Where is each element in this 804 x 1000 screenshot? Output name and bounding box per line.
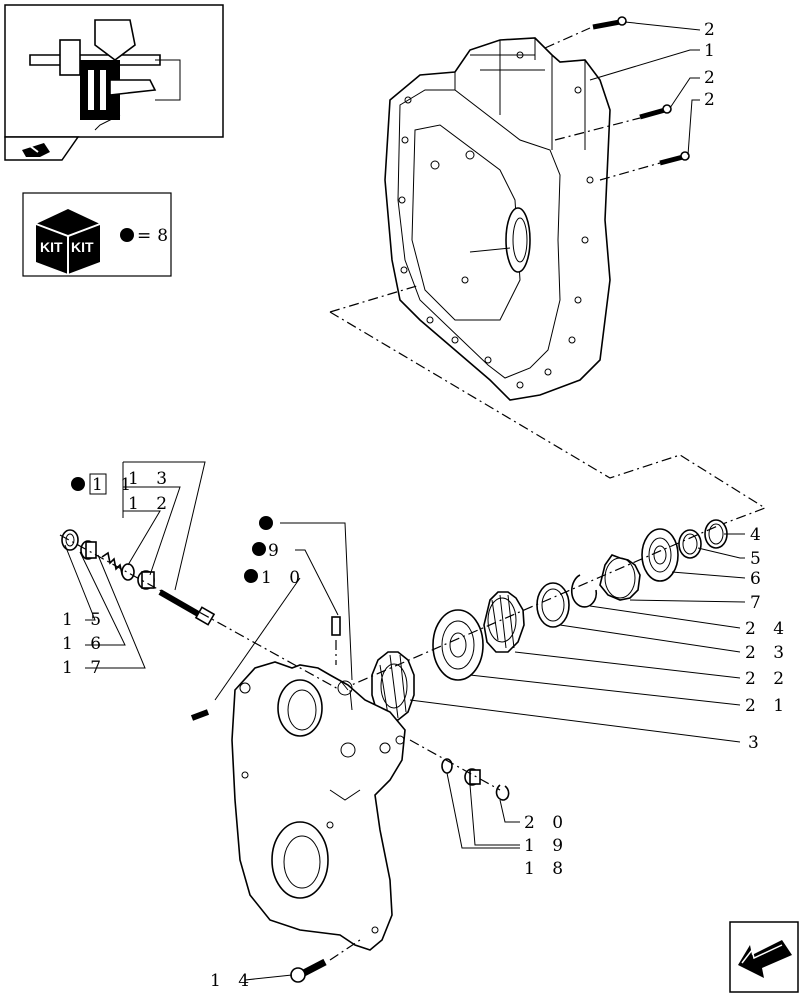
label-2-c: 2 — [704, 90, 721, 110]
gear-22 — [483, 591, 525, 653]
kit-legend: KIT KIT =8 — [22, 192, 174, 277]
shaft-11 — [158, 589, 216, 626]
kit-dot-11 — [71, 477, 85, 491]
pin-10 — [190, 709, 210, 721]
bearing-6 — [641, 528, 679, 582]
part-labels: 2 1 2 2 1 1 1 3 1 2 9 1 0 1 5 1 6 1 7 4 … — [62, 20, 790, 991]
label-22: 2 2 — [745, 669, 790, 689]
label-6: 6 — [750, 569, 767, 589]
lower-cover-housing — [231, 661, 406, 951]
label-20: 2 0 — [524, 813, 569, 833]
label-24: 2 4 — [745, 619, 790, 639]
label-11: 1 1 — [92, 475, 137, 495]
snap-ring-24 — [570, 574, 598, 608]
upper-bolts — [592, 16, 690, 166]
kit-dot-9 — [252, 542, 266, 556]
label-13: 1 3 — [128, 469, 173, 489]
label-5: 5 — [750, 549, 767, 569]
label-2-a: 2 — [704, 20, 721, 40]
label-23: 2 3 — [745, 643, 790, 663]
gear-7 — [599, 554, 641, 601]
previous-page-arrow-icon[interactable] — [22, 143, 50, 157]
bolt-14 — [290, 958, 327, 983]
label-21: 2 1 — [745, 696, 790, 716]
label-10: 1 0 — [261, 568, 306, 588]
ring-4 — [704, 519, 728, 549]
clip-20 — [495, 784, 510, 801]
kit-label-left: KIT — [40, 239, 63, 255]
clip-12 — [121, 563, 135, 581]
kit-dot-marker — [120, 228, 134, 242]
bearing-21 — [432, 609, 484, 681]
kit-box-icon: KIT KIT — [35, 209, 101, 274]
label-1: 1 — [704, 41, 721, 61]
label-9: 9 — [268, 541, 285, 561]
label-15: 1 5 — [62, 610, 107, 630]
label-3: 3 — [748, 733, 765, 753]
ring-15 — [61, 529, 79, 551]
label-4: 4 — [750, 525, 767, 545]
label-17: 1 7 — [62, 658, 107, 678]
kit-dot-10 — [244, 569, 258, 583]
ring-5 — [678, 529, 702, 559]
label-18: 1 8 — [524, 859, 569, 879]
label-2-b: 2 — [704, 68, 721, 88]
gear-3 — [371, 651, 415, 721]
label-12: 1 2 — [128, 494, 173, 514]
bushing-16 — [80, 540, 97, 560]
kit-dot-unlabeled — [259, 516, 273, 530]
upper-housing — [384, 37, 611, 401]
kit-equals-text: =8 — [137, 226, 174, 246]
label-14: 1 4 — [210, 971, 255, 991]
kit-label-right: KIT — [71, 239, 94, 255]
label-7: 7 — [750, 593, 767, 613]
dowel-9 — [331, 616, 341, 636]
ring-23 — [536, 582, 570, 628]
next-page-arrow-icon[interactable] — [729, 921, 799, 993]
label-16: 1 6 — [62, 634, 107, 654]
label-19: 1 9 — [524, 836, 569, 856]
assembly-thumbnail-icon[interactable] — [4, 4, 224, 161]
